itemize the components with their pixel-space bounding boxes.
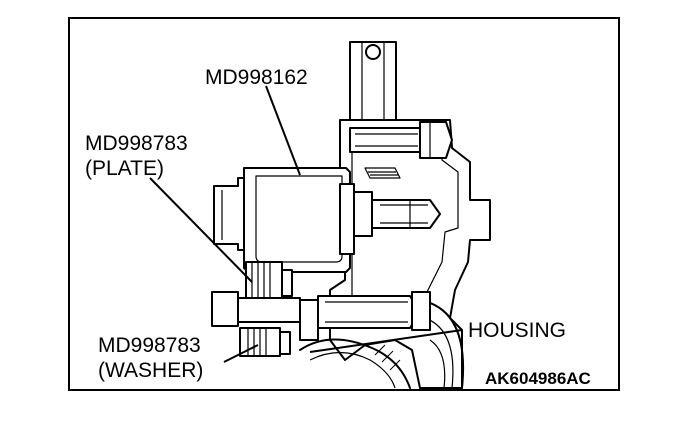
special-tool-md998162 — [213, 167, 355, 273]
center-bolt — [349, 191, 441, 237]
leader-housing — [309, 329, 463, 353]
label-washer-part-number: MD998783 — [98, 334, 201, 357]
leader-washer — [223, 344, 259, 363]
diagram-frame — [68, 17, 620, 391]
leader-tool — [265, 85, 301, 176]
label-housing: HOUSING — [468, 319, 566, 342]
leader-lines — [149, 85, 463, 363]
lower-shaft — [211, 291, 431, 341]
upper-bolt — [349, 121, 453, 159]
label-washer-description: (WASHER) — [98, 359, 203, 382]
label-tool-md998162: MD998162 — [205, 66, 308, 89]
washer-part — [239, 327, 291, 357]
label-plate-description: (PLATE) — [85, 157, 164, 180]
leader-plate — [149, 177, 253, 283]
label-plate-part-number: MD998783 — [85, 132, 188, 155]
figure-code: AK604986AC — [485, 369, 591, 388]
